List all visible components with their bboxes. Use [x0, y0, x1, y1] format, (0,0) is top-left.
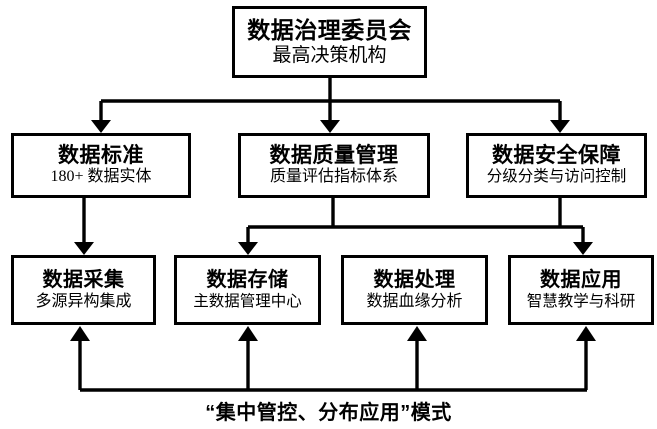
arrowhead-standard	[91, 120, 111, 133]
node-title: 数据治理委员会	[247, 17, 412, 44]
node-title: 数据标准	[58, 144, 144, 168]
node-data-storage[interactable]: 数据存储 主数据管理中心	[174, 255, 321, 325]
arrowheads-feedback	[70, 326, 596, 341]
node-subtitle: 数据血缘分析	[366, 292, 463, 310]
connector-group-top	[99, 78, 562, 121]
node-data-collection[interactable]: 数据采集 多源异构集成	[11, 255, 156, 325]
node-subtitle: 分级分类与访问控制	[486, 168, 627, 186]
node-subtitle: 质量评估指标体系	[269, 168, 398, 186]
node-subtitle: 180+ 数据实体	[50, 168, 152, 186]
node-title: 数据处理	[373, 268, 456, 291]
node-data-standard[interactable]: 数据标准 180+ 数据实体	[11, 133, 191, 198]
node-subtitle: 最高决策机构	[272, 44, 387, 66]
arrowhead-up-apply	[576, 326, 596, 341]
arrowhead-collect	[74, 242, 94, 255]
node-title: 数据安全保障	[492, 144, 621, 168]
node-subtitle: 多源异构集成	[35, 292, 132, 310]
node-subtitle: 主数据管理中心	[193, 292, 302, 310]
arrowheads-tier2	[91, 120, 570, 133]
node-data-security-assurance[interactable]: 数据安全保障 分级分类与访问控制	[466, 133, 647, 198]
arrowhead-quality	[320, 120, 340, 133]
node-title: 数据采集	[42, 268, 125, 291]
arrowhead-up-process	[407, 326, 427, 341]
arrowhead-store	[238, 242, 258, 255]
arrowhead-up-collect	[70, 326, 90, 341]
arrowhead-apply	[573, 242, 593, 255]
arrowhead-security	[550, 120, 570, 133]
node-title: 数据存储	[206, 268, 289, 291]
arrowhead-up-store	[238, 326, 258, 341]
node-title: 数据应用	[540, 268, 622, 291]
node-data-application[interactable]: 数据应用 智慧教学与科研	[508, 255, 654, 325]
node-data-processing[interactable]: 数据处理 数据血缘分析	[341, 255, 488, 325]
node-subtitle: 智慧教学与科研	[526, 292, 636, 310]
connector-group-feedback	[78, 340, 588, 392]
connector-group-middle	[82, 198, 585, 243]
arrowheads-tier3	[74, 242, 593, 255]
node-title: 数据质量管理	[269, 144, 399, 168]
node-data-quality-management[interactable]: 数据质量管理 质量评估指标体系	[238, 133, 430, 198]
node-data-governance-committee[interactable]: 数据治理委员会 最高决策机构	[232, 6, 427, 78]
diagram-caption: “集中管控、分布应用”模式	[205, 402, 452, 424]
